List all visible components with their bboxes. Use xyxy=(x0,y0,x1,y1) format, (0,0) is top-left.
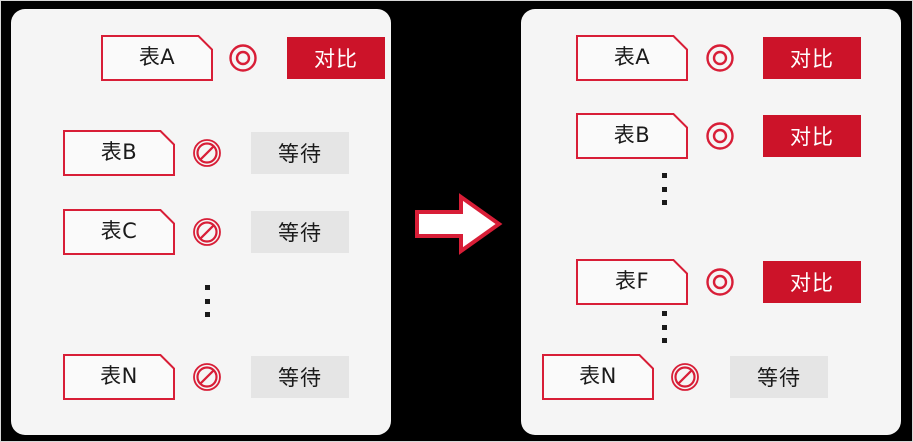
table-row[interactable]: 表C 等待 xyxy=(63,208,349,256)
ellipsis-dot xyxy=(662,200,667,205)
waiting-action-chip[interactable]: 等待 xyxy=(251,211,349,253)
vertical-ellipsis-icon xyxy=(662,173,667,205)
ellipsis-dot xyxy=(205,285,210,290)
table-tag[interactable]: 表N xyxy=(63,354,175,400)
table-tag[interactable]: 表A xyxy=(101,35,213,81)
compare-action-chip[interactable]: 对比 xyxy=(763,115,861,157)
table-tag-label: 表N xyxy=(579,364,617,388)
table-tag-label: 表N xyxy=(100,364,138,388)
table-tag[interactable]: 表A xyxy=(576,35,688,81)
table-row[interactable]: 表A 对比 xyxy=(576,34,861,82)
table-tag-label: 表B xyxy=(100,140,138,164)
table-row[interactable]: 表N 等待 xyxy=(542,353,828,401)
table-row[interactable]: 表B 对比 xyxy=(576,112,861,160)
table-tag-label: 表A xyxy=(138,45,176,69)
vertical-ellipsis-icon xyxy=(205,285,210,317)
right-arrow-icon xyxy=(415,193,503,255)
target-circle-icon xyxy=(706,268,734,296)
ellipsis-dot xyxy=(662,311,667,316)
prohibited-icon xyxy=(671,363,699,391)
ellipsis-dot xyxy=(662,173,667,178)
status-icon-slot[interactable] xyxy=(698,267,742,297)
table-tag[interactable]: 表B xyxy=(576,113,688,159)
status-icon-slot[interactable] xyxy=(698,121,742,151)
table-tag-label: 表C xyxy=(100,219,138,243)
status-icon-slot[interactable] xyxy=(221,43,265,73)
prohibited-icon xyxy=(193,139,221,167)
compare-action-chip[interactable]: 对比 xyxy=(763,37,861,79)
waiting-action-chip[interactable]: 等待 xyxy=(251,132,349,174)
target-circle-icon xyxy=(706,44,734,72)
compare-action-chip[interactable]: 对比 xyxy=(763,261,861,303)
ellipsis-dot xyxy=(205,298,210,304)
status-icon-slot[interactable] xyxy=(185,217,229,247)
status-icon-slot[interactable] xyxy=(663,362,707,392)
ellipsis-dot xyxy=(662,324,667,330)
table-tag[interactable]: 表B xyxy=(63,130,175,176)
compare-action-chip[interactable]: 对比 xyxy=(287,37,385,79)
table-tag[interactable]: 表C xyxy=(63,209,175,255)
table-tag-label: 表A xyxy=(613,45,651,69)
table-tag[interactable]: 表N xyxy=(542,354,654,400)
prohibited-icon xyxy=(193,363,221,391)
ellipsis-dot xyxy=(205,312,210,317)
vertical-ellipsis-icon xyxy=(662,311,667,343)
table-row[interactable]: 表F 对比 xyxy=(576,258,861,306)
prohibited-icon xyxy=(193,218,221,246)
table-row[interactable]: 表B 等待 xyxy=(63,129,349,177)
status-icon-slot[interactable] xyxy=(185,138,229,168)
ellipsis-dot xyxy=(662,338,667,343)
table-tag[interactable]: 表F xyxy=(576,259,688,305)
waiting-action-chip[interactable]: 等待 xyxy=(251,356,349,398)
table-row[interactable]: 表A 对比 xyxy=(101,34,385,82)
waiting-action-chip[interactable]: 等待 xyxy=(730,356,828,398)
target-circle-icon xyxy=(706,122,734,150)
table-row[interactable]: 表N 等待 xyxy=(63,353,349,401)
target-circle-icon xyxy=(229,44,257,72)
ellipsis-dot xyxy=(662,186,667,192)
status-icon-slot[interactable] xyxy=(698,43,742,73)
status-icon-slot[interactable] xyxy=(185,362,229,392)
table-tag-label: 表F xyxy=(614,269,650,293)
table-tag-label: 表B xyxy=(613,123,651,147)
